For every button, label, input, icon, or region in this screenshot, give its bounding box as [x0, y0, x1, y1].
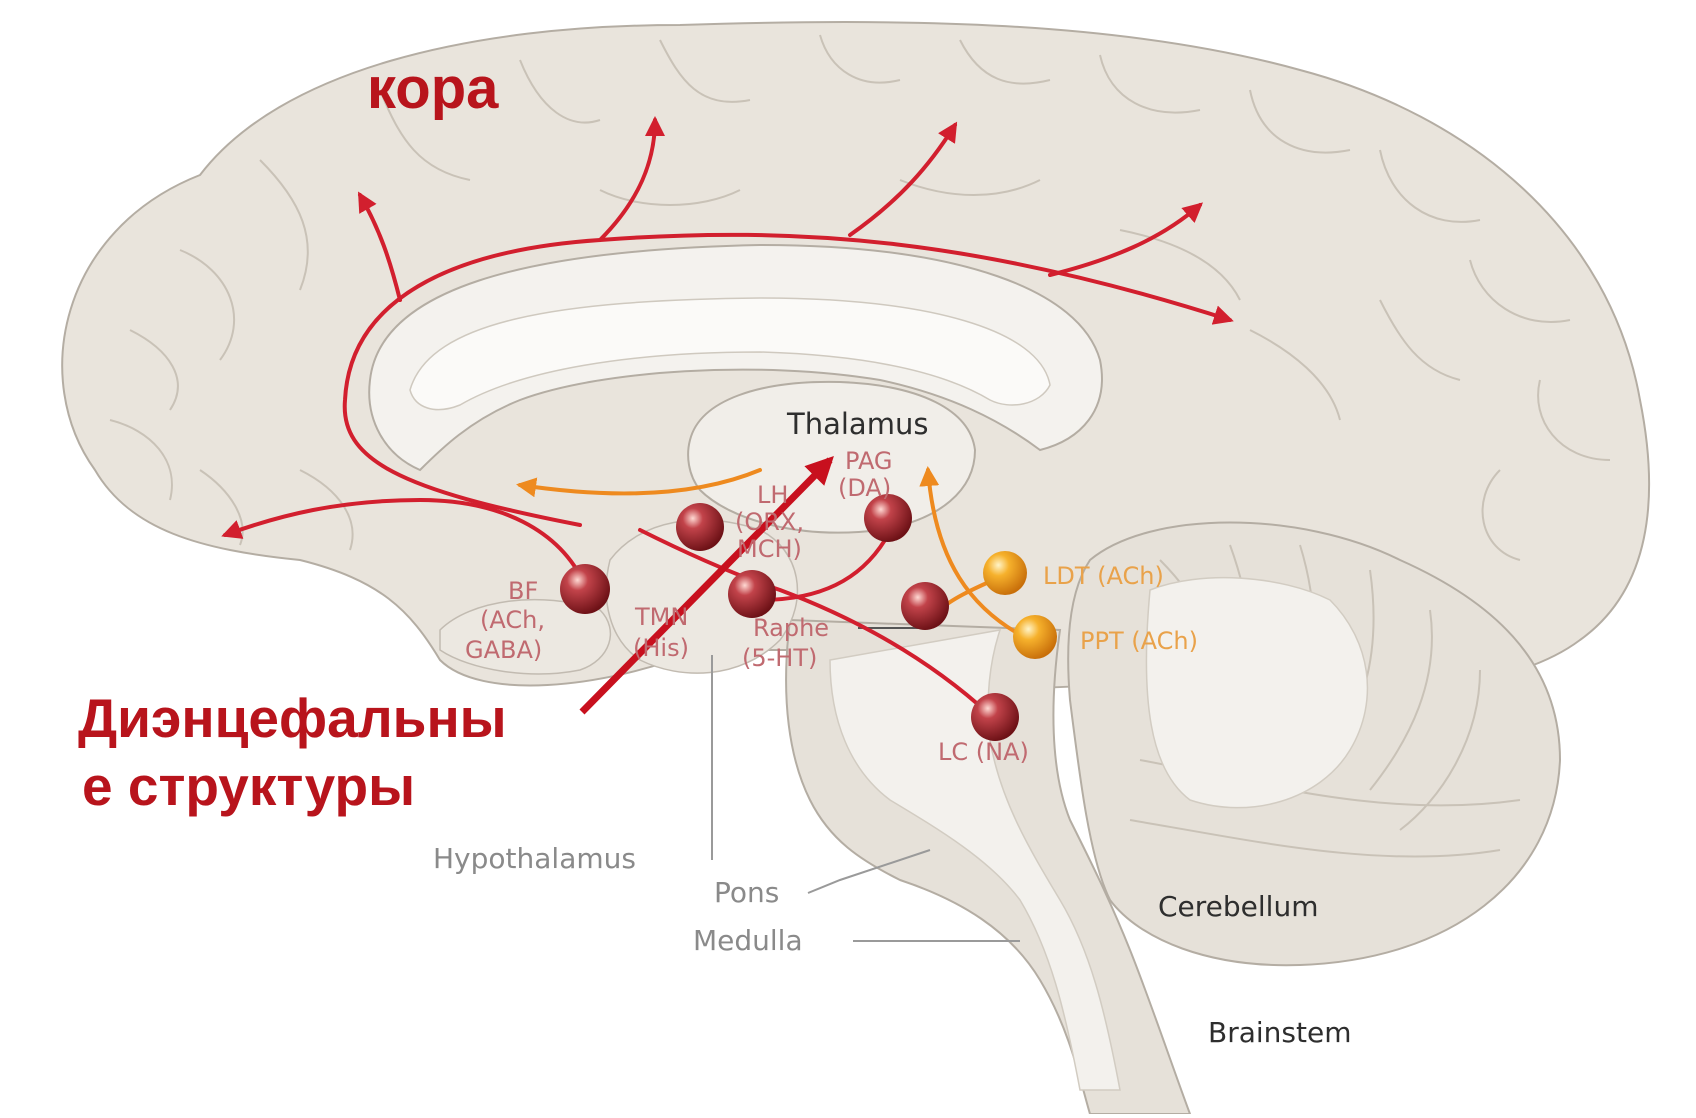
label-raphe: Raphe: [753, 614, 829, 642]
label-ldt: LDT (ACh): [1043, 562, 1164, 590]
label-pag-da: (DA): [838, 474, 891, 502]
label-ppt: PPT (ACh): [1080, 627, 1198, 655]
label-orx: (ORX,: [735, 508, 804, 536]
label-hypothalamus: Hypothalamus: [433, 842, 636, 875]
label-mch: MCH): [737, 535, 802, 563]
label-cerebellum: Cerebellum: [1158, 890, 1318, 923]
label-diencephalic-line2: е структуры: [82, 755, 415, 817]
label-raphe-5ht: (5-HT): [742, 644, 817, 672]
label-pag: PAG: [845, 447, 893, 475]
label-bf: BF: [508, 577, 538, 605]
label-bf-ach: (ACh,: [480, 606, 545, 634]
node-bf: [560, 564, 610, 614]
node-orx-mch: [676, 503, 724, 551]
label-cortex: кора: [367, 56, 499, 121]
node-ldt: [983, 551, 1027, 595]
label-diencephalic-line1: Диэнцефальны: [78, 687, 507, 749]
label-brainstem: Brainstem: [1208, 1016, 1351, 1049]
node-tmn: [728, 570, 776, 618]
label-pons: Pons: [714, 876, 779, 909]
label-tmn: TMN: [634, 603, 688, 631]
label-thalamus: Thalamus: [786, 407, 928, 441]
label-lh: LH: [757, 481, 788, 509]
node-ppt: [1013, 615, 1057, 659]
label-medulla: Medulla: [693, 924, 803, 957]
node-lc: [971, 693, 1019, 741]
label-bf-gaba: GABA): [465, 636, 542, 664]
node-raphe: [901, 582, 949, 630]
label-lc: LC (NA): [938, 738, 1029, 766]
label-tmn-his: (His): [633, 634, 689, 662]
